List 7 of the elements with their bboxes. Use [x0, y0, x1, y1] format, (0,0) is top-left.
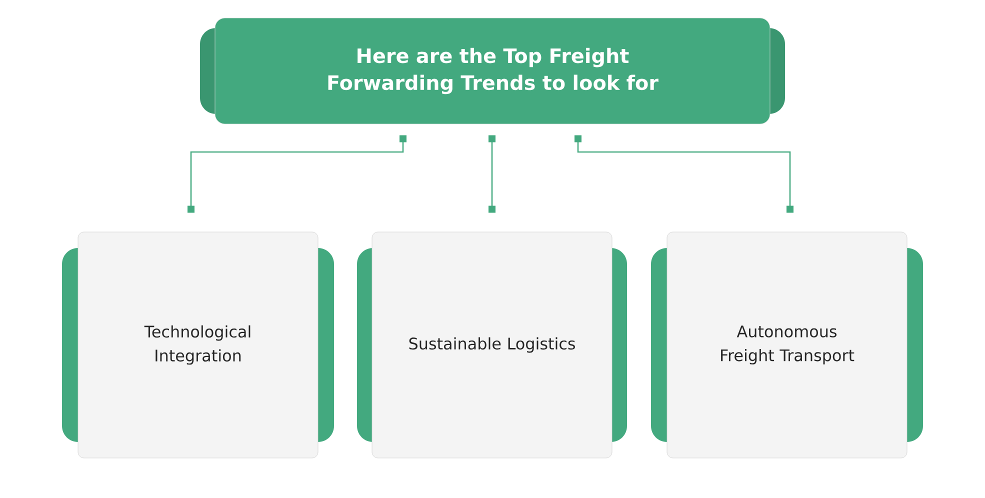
connector — [574, 135, 794, 213]
trend-card: Sustainable Logistics — [357, 232, 627, 458]
connector — [488, 135, 496, 213]
trend-card: Technological Integration — [62, 232, 334, 458]
title-banner: Here are the Top Freight Forwarding Trends to look for — [200, 18, 785, 124]
connector — [188, 135, 406, 213]
trend-card: Autonomous Freight Transport — [651, 232, 923, 458]
